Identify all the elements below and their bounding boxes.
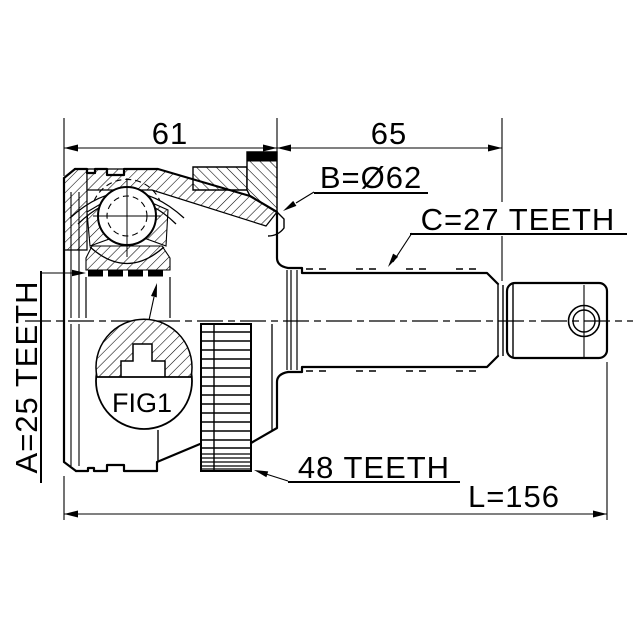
fig1-leader-arrowhead xyxy=(151,283,157,298)
main-outline xyxy=(62,167,500,473)
race-groove-arc-lower xyxy=(89,246,165,265)
diameter-label: B=Ø62 xyxy=(320,160,422,195)
lower-shaft-edge xyxy=(286,354,500,374)
abs-ring-leader-arrowhead xyxy=(254,470,269,478)
dim-61: 61 xyxy=(152,116,188,151)
bell-housing-section xyxy=(63,168,278,271)
abs-ring-cap xyxy=(246,151,278,162)
outer-spline-label: C=27 TEETH xyxy=(421,202,616,237)
inner-spline-bore xyxy=(85,269,171,318)
lower-back-face xyxy=(249,370,290,445)
dim-48: 48 TEETH xyxy=(254,450,460,485)
boot-groove-lines xyxy=(70,192,159,466)
fig1-detail-bubble: FIG1 xyxy=(95,283,193,430)
inner-spline-label: A=25 TEETH xyxy=(9,281,44,474)
ball-bearing xyxy=(93,178,161,257)
upper-silhouette xyxy=(73,167,500,286)
dim-l156: L=156 xyxy=(468,479,560,514)
dim-61-label: 61 xyxy=(152,116,188,151)
dim-65-label: 65 xyxy=(371,116,407,151)
outer-spline-leader-arrowhead xyxy=(388,253,399,267)
rim-lip xyxy=(267,211,285,237)
abs-ring-band xyxy=(200,323,252,472)
dim-a25: A=25 TEETH xyxy=(9,269,86,483)
dimension-arrowheads xyxy=(64,144,607,518)
dim-65: 65 xyxy=(371,116,407,151)
left-face xyxy=(62,167,78,473)
abs-ring-teeth-dense xyxy=(202,453,250,470)
abs-ring-leader-line xyxy=(265,473,289,482)
length-label: L=156 xyxy=(468,479,560,514)
inner-spline-leader-arrowhead xyxy=(72,269,86,277)
inner-race-section xyxy=(85,245,171,271)
lower-silhouette xyxy=(74,442,202,473)
abs-ring-teeth-lines xyxy=(202,331,250,449)
abs-ring-label: 48 TEETH xyxy=(298,450,450,485)
left-wall-section xyxy=(63,168,88,251)
diameter-leader-line xyxy=(295,191,315,204)
diameter-leader-arrowhead xyxy=(283,200,297,211)
dim-c27: C=27 TEETH xyxy=(388,202,627,267)
fig1-label: FIG1 xyxy=(112,388,172,418)
dim-b62: B=Ø62 xyxy=(283,160,428,211)
fig1-tooth-profile xyxy=(95,318,193,378)
